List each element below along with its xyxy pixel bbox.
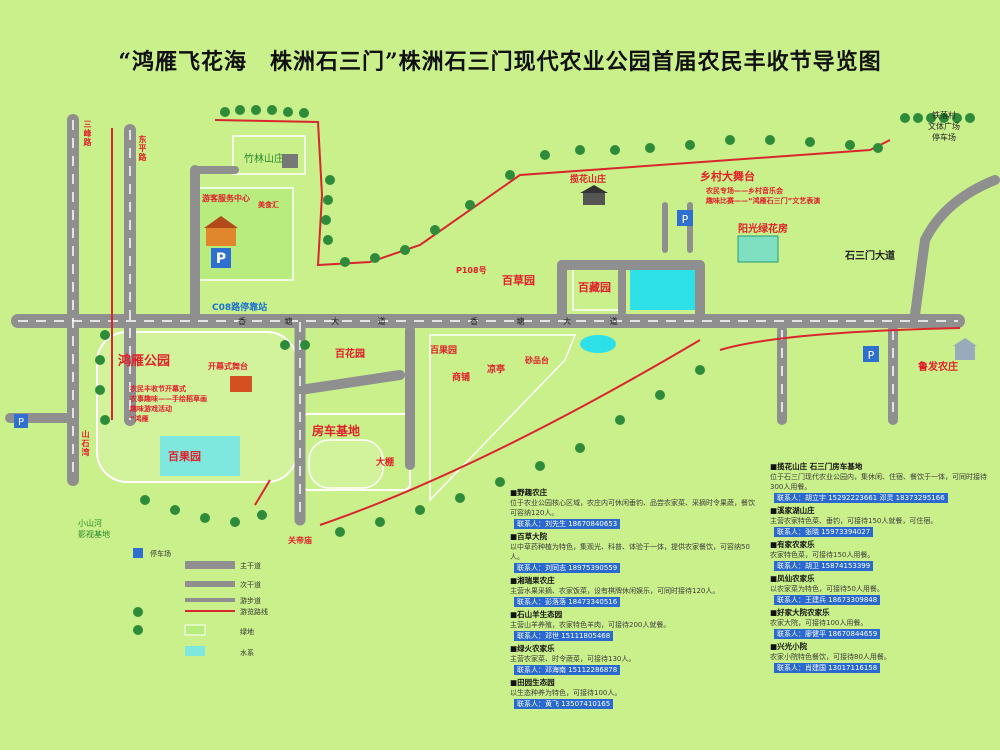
info-entry: ■野趣农庄位于农业公园核心区域，农庄内可休闲垂钓、品尝农家菜、采摘时令果蔬，餐饮…	[510, 488, 755, 529]
svg-text:P: P	[18, 417, 24, 428]
label-baiguo: 百果园	[168, 450, 201, 463]
greenhouse	[737, 235, 779, 263]
parking-sign-4	[14, 414, 28, 428]
label-hongyan-desc: 农民丰收节开幕式农事趣味——手绘稻草画趣味游戏活动“鸿雁	[130, 385, 207, 423]
trees	[95, 105, 975, 537]
label-hongyan-park: 鸿雁公园	[118, 354, 171, 369]
info-entry: ■百草大院以中草药种植为特色，集观光、科普、体验于一体，提供农家餐饮，可容纳50…	[510, 532, 750, 573]
zhulin-building	[282, 154, 298, 168]
legend-item-parking: 停车场	[150, 550, 171, 558]
svg-text:P: P	[682, 213, 689, 226]
label-sanfeng: 三峰路	[83, 120, 92, 147]
label-culture-square: 铁落村文体广场停车场	[928, 111, 960, 142]
label-p108: P108号	[456, 266, 487, 275]
red-routes	[111, 119, 961, 526]
svg-text:P: P	[216, 251, 226, 267]
farm-house	[955, 346, 975, 360]
label-liangting: 凉亭	[487, 365, 506, 375]
stage-icon	[230, 376, 252, 392]
legend-item-water: 水系	[240, 649, 254, 657]
zhulin-area	[232, 135, 306, 175]
label-service-center: 游客服务中心	[202, 194, 250, 203]
info-entry: ■有家农家乐农家特色菜，可接待150人用餐。联系人：胡卫 15874153399	[770, 540, 875, 571]
info-entry: ■凤仙农家乐以农家菜为特色，可接待50人用餐。联系人：王建兵 186733098…	[770, 574, 884, 605]
info-entry: ■溪家湖山庄主营农家特色菜、垂钓，可接待150人就餐，可住宿。联系人：张晓 15…	[770, 506, 938, 537]
svg-text:P: P	[868, 349, 875, 362]
label-c08-stop: C08路停靠站	[212, 303, 268, 313]
label-opening-stage: 开幕式舞台	[208, 362, 248, 371]
label-village-stage: 乡村大舞台	[700, 170, 755, 183]
info-entry: ■兴光小院农家小院特色餐饮，可接待80人用餐。联系人：肖建国 130171161…	[770, 642, 891, 673]
label-main-road-2: 香 塘 大 道	[470, 317, 636, 326]
lake	[630, 270, 696, 310]
baicao-area	[429, 334, 577, 502]
parking-sign-3	[863, 346, 879, 362]
label-zhulin: 竹林山庄	[244, 154, 284, 165]
label-rv-camp: 房车基地	[312, 424, 361, 438]
info-entry: ■田园生态园以生态种养为特色，可接待100人。联系人：黄飞 1350741016…	[510, 678, 622, 709]
label-observatory: 揽花山庄	[570, 175, 607, 185]
small-pond	[580, 335, 616, 353]
parking-sign	[211, 248, 231, 268]
label-snack: 美食汇	[258, 201, 279, 209]
info-entry: ■好家大院农家乐农家大院，可接待100人用餐。联系人：廖健平 186708446…	[770, 608, 994, 642]
label-stage-desc: 农民专场——乡村音乐会趣味比赛——“鸿雁石三门”文艺表演	[706, 187, 821, 205]
info-entry: ■揽花山庄 石三门房车基地位于石三门现代农业公园内，集休闲、住宿、餐饮于一体，可…	[770, 462, 987, 503]
legend-item-route: 游览路线	[240, 608, 268, 616]
label-baicao: 百草园	[502, 274, 535, 287]
label-shisanmen-road: 石三门大道	[845, 251, 895, 262]
label-gazebo: 砂品台	[525, 356, 549, 365]
label-baizang: 百藏园	[578, 281, 611, 294]
label-shangdian: 商铺	[452, 373, 471, 383]
label-baiguo-2: 百果园	[430, 346, 458, 356]
road-markings	[18, 120, 958, 520]
label-film-base: 小山河影视基地	[78, 519, 110, 539]
service-building	[206, 228, 236, 246]
label-dongping: 东平路	[138, 135, 147, 162]
label-baihua: 百花园	[335, 349, 365, 360]
info-entry: ■湘瑞果农庄主营水果采摘、农家饭菜，设有棋牌休闲娱乐，可同时接待120人。联系人…	[510, 576, 720, 607]
label-guanshi: 关帝庙	[288, 536, 312, 545]
label-shanshiwan: 山石湾	[81, 430, 90, 457]
info-panel-left-text: ■野趣农庄位于农业公园核心区域，农庄内可休闲垂钓、品尝农家菜、采摘时令果蔬，餐饮…	[510, 488, 760, 712]
info-panel-right-text: ■揽花山庄 石三门房车基地位于石三门现代农业公园内，集休闲、住宿、餐饮于一体，可…	[770, 462, 994, 676]
observatory-building	[583, 193, 605, 205]
label-big-pavilion: 大棚	[376, 458, 395, 468]
info-entry: ■绿火农家乐主营农家菜、时令蔬菜，可接待130人。联系人：邓海南 1511228…	[510, 644, 636, 675]
parking-sign-2	[677, 210, 693, 226]
label-grain-farm: 鲁发农庄	[918, 362, 958, 373]
legend-item-green: 绿地	[240, 628, 254, 636]
legend-item-road1: 主干道	[240, 562, 261, 570]
rv-camp-oval	[308, 439, 384, 489]
legend-swatches	[133, 548, 235, 656]
info-entry: ■石山羊生态园主营山羊养殖，农家特色羊肉，可接待200人就餐。联系人：邓世 15…	[510, 610, 671, 641]
legend-item-road3: 游步道	[240, 597, 261, 605]
label-greenhouse: 阳光绿花房	[738, 224, 788, 235]
baiguo-pond	[160, 436, 240, 476]
map-title: “鸿雁飞花海 株洲石三门”株洲石三门现代农业公园首届农民丰收节导览图	[118, 49, 882, 75]
legend-item-road2: 次干道	[240, 581, 261, 589]
label-main-road-1: 香 塘 大 道	[238, 317, 404, 326]
